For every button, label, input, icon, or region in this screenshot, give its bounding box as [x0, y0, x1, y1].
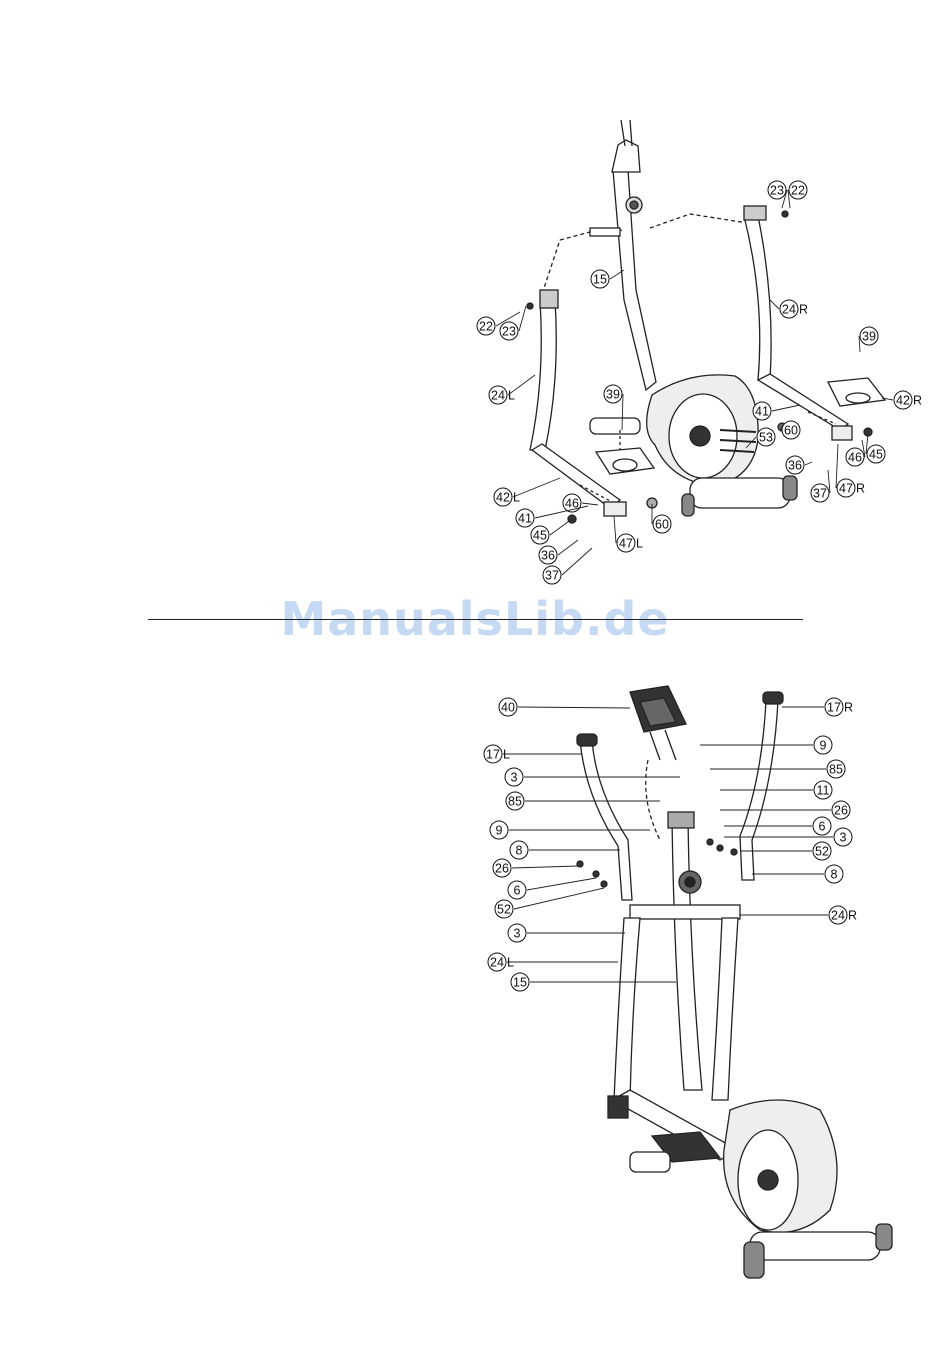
bottom-callout-85: 85	[710, 760, 845, 778]
callout-number: 9	[496, 824, 503, 838]
callout-number: 3	[511, 771, 518, 785]
callout-number: 24	[490, 956, 504, 970]
callout-number: 8	[516, 844, 523, 858]
bottom-callout-6: 6	[724, 817, 831, 835]
bottom-callout-40: 40	[499, 698, 630, 716]
bottom-callout-85: 85	[506, 792, 660, 810]
callout-number: 40	[501, 701, 515, 715]
bottom-callout-17r: 17R	[782, 698, 853, 716]
callout-number: 6	[819, 820, 826, 834]
bottom-callout-11: 11	[720, 781, 832, 799]
callout-number: 11	[817, 784, 830, 798]
callout-number: 52	[815, 845, 829, 859]
callout-side-suffix: R	[848, 909, 857, 923]
callout-number: 17	[827, 701, 841, 715]
callout-number: 17	[486, 748, 500, 762]
callout-number: 3	[514, 927, 521, 941]
callout-number: 26	[495, 862, 509, 876]
callout-number: 15	[513, 976, 527, 990]
bottom-callout-26: 26	[720, 801, 850, 819]
bottom-callout-8: 8	[752, 865, 843, 883]
bottom-callout-3: 3	[508, 924, 625, 942]
leader-line	[514, 888, 604, 909]
callout-number: 85	[829, 763, 843, 777]
left-handlebar	[580, 740, 632, 900]
callout-number: 52	[497, 903, 511, 917]
bottom-callout-26: 26	[493, 859, 578, 877]
leader-line	[518, 707, 630, 708]
leader-line	[527, 878, 596, 890]
bottom-callout-17l: 17L	[484, 745, 582, 763]
callout-number: 8	[831, 868, 838, 882]
left-arm-lower	[614, 918, 640, 1100]
callout-side-suffix: L	[507, 956, 514, 970]
callout-side-suffix: R	[844, 701, 853, 715]
callout-number: 6	[514, 884, 521, 898]
callout-number: 3	[840, 831, 847, 845]
callout-side-suffix: L	[503, 748, 510, 762]
callout-number: 26	[834, 804, 848, 818]
bottom-callout-15: 15	[511, 973, 676, 991]
leader-line	[512, 866, 578, 868]
bottom-callout-8: 8	[510, 841, 620, 859]
bottom-callout-24l: 24L	[488, 953, 618, 971]
bottom-callout-52: 52	[740, 842, 831, 860]
bottom-callout-6: 6	[508, 878, 596, 899]
callout-number: 85	[508, 795, 522, 809]
callout-number: 24	[831, 909, 845, 923]
callout-number: 9	[820, 739, 827, 753]
right-arm-lower	[712, 918, 738, 1100]
main-post	[672, 820, 702, 1090]
